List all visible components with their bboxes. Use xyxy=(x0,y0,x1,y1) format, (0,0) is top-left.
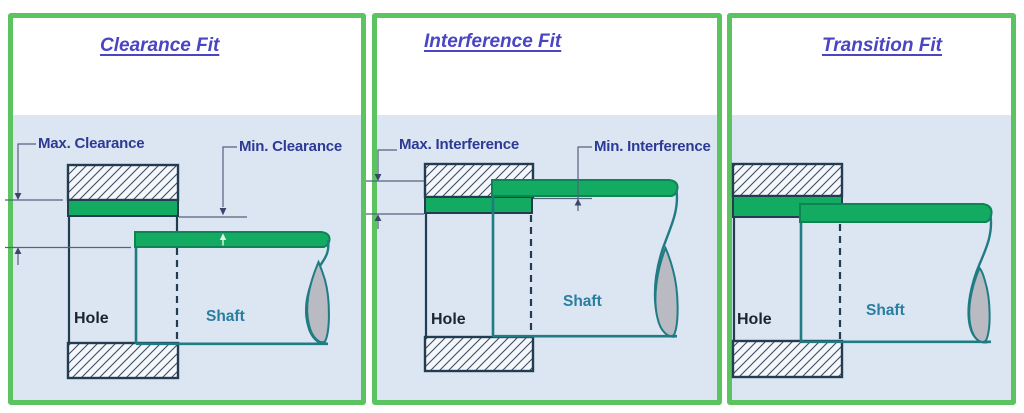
panel-transition-drawing-area xyxy=(732,115,1011,400)
shaft-label-clearance: Shaft xyxy=(206,308,245,325)
panel-clearance-drawing-area xyxy=(13,115,361,400)
panel-interference-fit xyxy=(372,13,722,405)
shaft-label-transition: Shaft xyxy=(866,302,905,319)
hole-label-interference: Hole xyxy=(431,311,466,328)
title-clearance-fit: Clearance Fit xyxy=(100,35,220,56)
min-clearance-label: Min. Clearance xyxy=(239,138,343,155)
hole-label-transition: Hole xyxy=(737,311,772,328)
max-interference-label: Max. Interference xyxy=(399,136,519,153)
title-interference-fit: Interference Fit xyxy=(424,31,562,52)
hole-label-clearance: Hole xyxy=(74,310,109,327)
panel-clearance-fit xyxy=(8,13,366,405)
title-transition-fit: Transition Fit xyxy=(822,35,942,56)
max-clearance-label: Max. Clearance xyxy=(38,135,145,152)
min-interference-label: Min. Interference xyxy=(594,138,711,155)
panel-interference-drawing-area xyxy=(377,115,717,400)
shaft-label-interference: Shaft xyxy=(563,293,602,310)
panel-transition-fit xyxy=(727,13,1016,405)
